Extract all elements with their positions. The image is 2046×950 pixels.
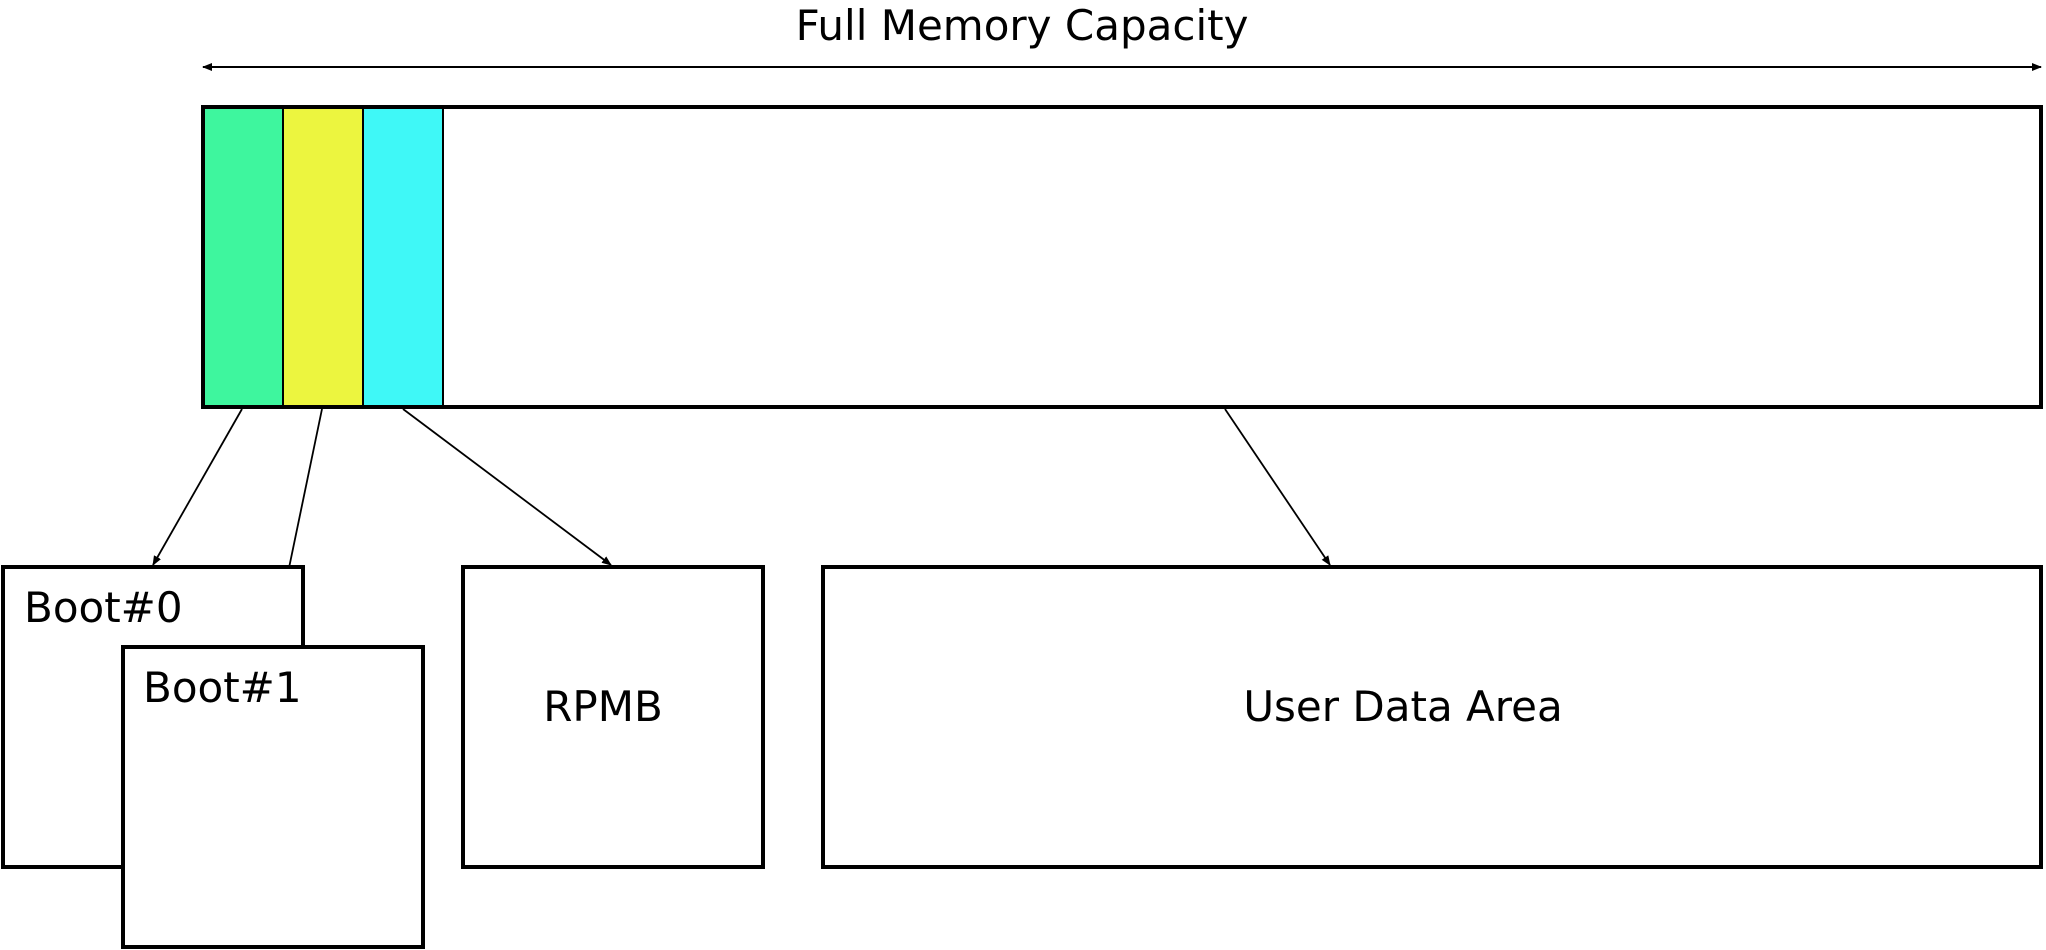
rpmb-label: RPMB: [543, 682, 663, 731]
rpmb-partition: RPMB: [461, 565, 765, 869]
boot0-label: Boot#0: [24, 583, 183, 632]
memory-bar-outline: [201, 105, 2043, 409]
rpmb-segment: [362, 106, 444, 408]
boot1-label: Boot#1: [143, 663, 302, 712]
boot1-box: [121, 645, 425, 949]
arrow-user-data: [1224, 408, 1331, 566]
diagram-title: Full Memory Capacity: [796, 1, 1249, 50]
arrow-rpmb: [402, 408, 612, 566]
rpmb-box: [461, 565, 765, 869]
memory-bar: [201, 105, 2043, 409]
arrow-boot0: [152, 408, 243, 566]
boot0-segment: [202, 106, 284, 408]
user-data-box: [821, 565, 2043, 869]
boot1-partition: Boot#1: [121, 645, 425, 949]
boot1-segment: [282, 106, 364, 408]
user-data-partition: User Data Area: [821, 565, 2043, 869]
user-data-label: User Data Area: [1243, 682, 1562, 731]
